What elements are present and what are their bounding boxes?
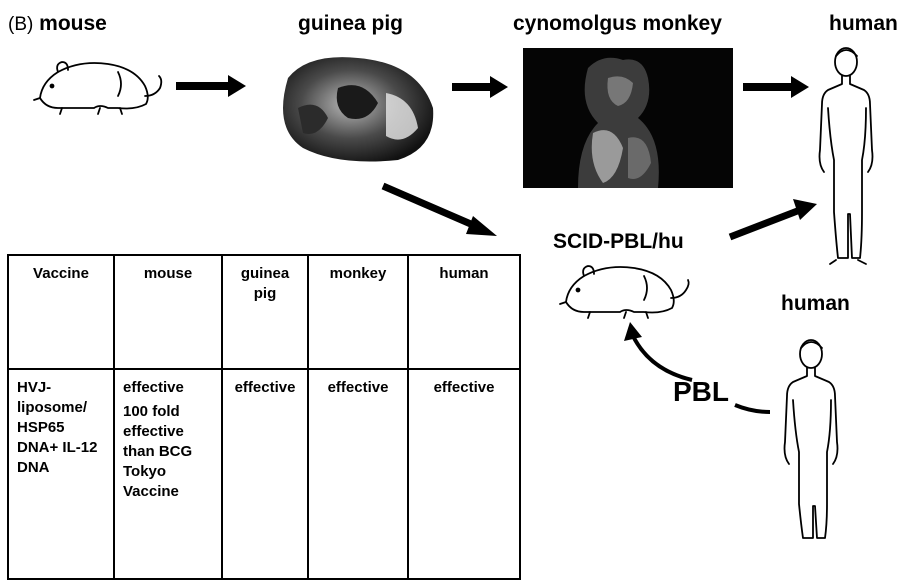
arrow-guinea-to-monkey-icon [452, 76, 508, 98]
arrow-pbl-to-scid-icon [624, 322, 770, 412]
arrow-mouse-to-guinea-icon [176, 75, 246, 97]
cell-mouse: effective 100 fold effective than BCG To… [114, 369, 222, 579]
human-figure-icon-bottom [785, 340, 838, 538]
mouse-icon [34, 62, 161, 114]
human-figure-icon [820, 48, 873, 264]
header-vaccine: Vaccine [8, 255, 114, 369]
cell-mouse-line2: 100 fold effective than BCG Tokyo Vaccin… [123, 402, 213, 502]
vaccine-table: Vaccine mouse guinea pig monkey human HV… [7, 254, 521, 580]
cell-guinea-pig: effective [222, 369, 308, 579]
header-monkey: monkey [308, 255, 408, 369]
header-mouse: mouse [114, 255, 222, 369]
table-row: HVJ-liposome/ HSP65 DNA+ IL-12 DNA effec… [8, 369, 520, 579]
header-guinea-pig: guinea pig [222, 255, 308, 369]
header-human: human [408, 255, 520, 369]
cell-vaccine: HVJ-liposome/ HSP65 DNA+ IL-12 DNA [8, 369, 114, 579]
cell-monkey: effective [308, 369, 408, 579]
table-header-row: Vaccine mouse guinea pig monkey human [8, 255, 520, 369]
scid-mouse-icon [560, 266, 689, 318]
arrow-monkey-to-human-icon [743, 76, 809, 98]
arrow-scid-to-human-icon [730, 199, 817, 237]
cell-human: effective [408, 369, 520, 579]
arrow-guinea-to-scid-icon [383, 186, 497, 236]
cell-mouse-line1: effective [123, 378, 213, 398]
